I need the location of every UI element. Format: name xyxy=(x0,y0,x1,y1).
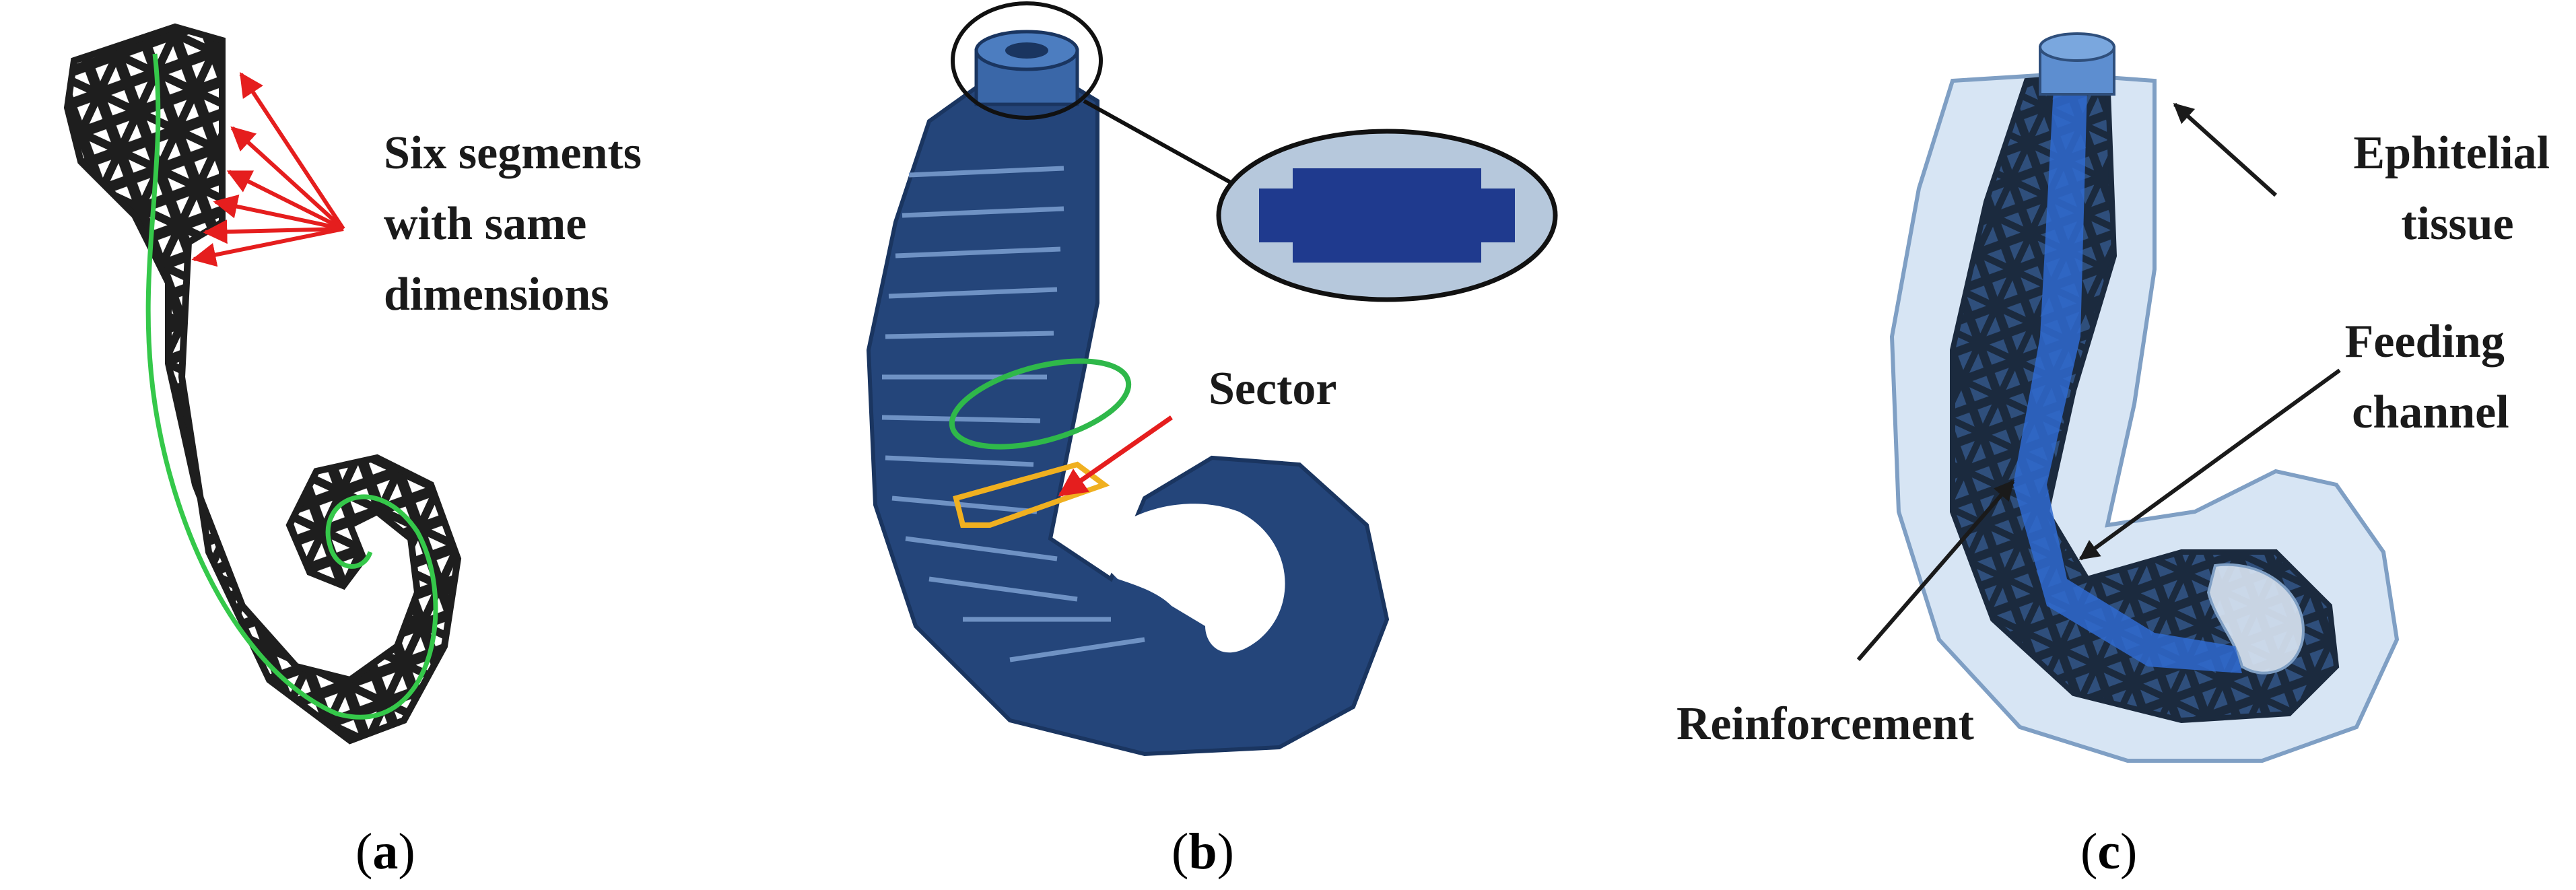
panel-b: Sector (b) xyxy=(866,1,1558,880)
annotation-line-3: dimensions xyxy=(384,269,609,320)
segment-arrows xyxy=(191,71,345,267)
sector-box xyxy=(953,461,1110,528)
annotation-sector: Sector xyxy=(1209,363,1336,415)
annotation-six-segments: Six segments with same dimensions xyxy=(384,127,654,320)
annotation-tissue-line-2: tissue xyxy=(2401,198,2513,250)
tissue-arrow xyxy=(2173,102,2278,197)
slot-ridges xyxy=(881,166,1145,662)
caption-b-letter: b xyxy=(1188,823,1217,880)
centerline-spiral xyxy=(145,53,438,720)
spiral-cavity-c xyxy=(2206,563,2305,675)
top-tube-rim-c xyxy=(2039,32,2115,62)
caption-a: (a) xyxy=(355,823,415,880)
annotation-tissue-line-1: Ephitelial xyxy=(2353,127,2550,179)
annotation-line-2: with same xyxy=(384,198,586,250)
caption-c-letter: c xyxy=(2097,823,2120,880)
caption-c: (c) xyxy=(2080,823,2137,880)
caption-b: (b) xyxy=(1172,823,1234,880)
channel-arrow xyxy=(2078,368,2341,561)
annotation-channel-line-1: Feeding xyxy=(2345,316,2505,368)
caption-a-letter: a xyxy=(372,823,398,880)
sector-arrow xyxy=(1058,415,1174,497)
reinforcement-arrow xyxy=(1856,479,2015,661)
annotation-reinforcement: Reinforcement xyxy=(1676,698,1974,750)
top-tube-hole xyxy=(1005,42,1048,59)
annotation-line-1: Six segments xyxy=(384,127,642,179)
zoom-callout xyxy=(1216,129,1558,302)
annotation-tissue: Ephitelial tissue xyxy=(2353,127,2561,250)
feeding-channel xyxy=(2013,88,2242,673)
annotation-channel: Feeding channel xyxy=(2345,316,2517,438)
annotation-channel-line-2: channel xyxy=(2352,386,2509,438)
zoom-circle xyxy=(951,1,1103,120)
panel-a: Six segments with same dimensions (a) xyxy=(63,23,654,880)
spiral-cavity xyxy=(1091,504,1285,653)
panel-c: Ephitelial tissue Feeding channel Reinfo… xyxy=(1676,32,2561,880)
cross-section-ring xyxy=(949,358,1132,450)
